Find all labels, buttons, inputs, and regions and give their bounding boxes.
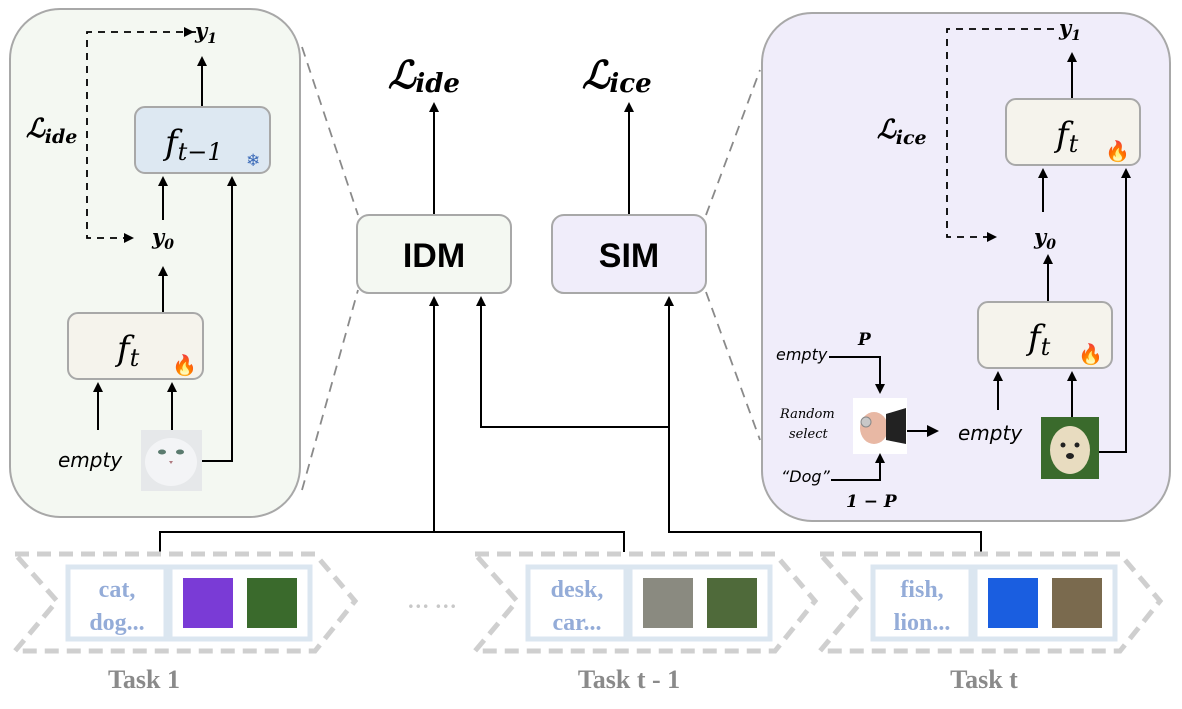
sim-bottom-model-box: ft 🔥	[977, 301, 1113, 369]
task-name-label: Task t - 1	[578, 665, 680, 694]
arrow-dog-image-to-top-model	[1099, 168, 1131, 453]
task-merge-line-old	[159, 531, 625, 552]
task-sample-image: labrador dog	[247, 578, 297, 628]
fire-icon: 🔥	[1105, 139, 1130, 163]
idm-panel-y1-label: y1	[194, 18, 217, 47]
task-class-words-line2: dog...	[89, 610, 144, 636]
selector-prob-1-minus-p: 1 − P	[846, 492, 898, 512]
selector-option-empty: empty	[776, 345, 828, 364]
sim-selected-text: empty	[958, 421, 1023, 445]
task-class-words-line2: lion...	[894, 610, 951, 636]
idm-panel-y0-label: y0	[151, 224, 174, 253]
arrow-image-to-frozen	[202, 176, 237, 462]
selector-label-line1: Random	[779, 407, 835, 422]
sim-zoom-connector-bottom	[705, 291, 761, 441]
coin-flip-hand-icon	[853, 398, 907, 454]
arrow-empty-to-selector	[829, 356, 885, 394]
fire-icon: 🔥	[172, 353, 197, 377]
sim-top-model-box: ft 🔥	[1005, 98, 1141, 166]
trainable-model-box: ft 🔥	[67, 312, 204, 380]
task-sample-image: calico cat	[183, 578, 233, 628]
task-sample-image: lion	[1052, 578, 1102, 628]
task-sample-image: office desk	[643, 578, 693, 628]
task-class-words-line1: desk,	[551, 577, 604, 603]
task-1: cat, dog... calico cat labrador dogTask 1	[9, 551, 359, 694]
idm-loss-dashed-arrow	[86, 31, 196, 243]
sim-panel-loss-label: ℒice	[877, 115, 927, 149]
task-class-words-line1: cat,	[99, 577, 136, 603]
task-chevron	[9, 551, 359, 654]
sim-loss-dashed-arrow	[946, 28, 1054, 242]
task-class-words-line2: car...	[552, 610, 601, 636]
arrow-dog-to-selector	[831, 453, 885, 481]
idm-module-box[interactable]: IDM	[356, 214, 512, 294]
sim-loss-label: ℒice	[582, 52, 652, 99]
idm-empty-text-input: empty	[58, 448, 123, 472]
task-sequence: cat, dog... calico cat labrador dogTask 1 de…	[9, 551, 1164, 694]
arrow-current-task-to-sim	[664, 296, 982, 552]
task-ellipsis: … …	[407, 588, 457, 613]
idm-panel-loss-label: ℒide	[26, 114, 77, 148]
selector-label-line2: select	[789, 427, 828, 442]
task-sample-image: jellyfish	[988, 578, 1038, 628]
frozen-model-box: ft−1 ❄	[134, 106, 271, 174]
snowflake-icon: ❄	[246, 151, 260, 171]
task-2: desk, car... office desk white carTask t - …	[469, 551, 819, 694]
idm-zoom-connector-top	[301, 46, 359, 216]
selector-prob-p: P	[857, 330, 872, 350]
task-class-card	[525, 564, 629, 642]
sim-panel-y0-label: y0	[1033, 224, 1056, 253]
task-chevron	[814, 551, 1164, 654]
sim-module-label: SIM	[599, 237, 659, 275]
fire-icon: 🔥	[1078, 342, 1103, 366]
task-chevron	[469, 551, 819, 654]
task-class-card	[65, 564, 169, 642]
task-3: fish, lion... jellyfish lionTask t	[814, 551, 1164, 694]
dog-input-image	[1041, 417, 1099, 479]
cat-input-image	[141, 430, 202, 491]
task-sample-image: white car	[707, 578, 757, 628]
task-name-label: Task 1	[108, 665, 180, 694]
task-class-card	[870, 564, 974, 642]
sim-zoom-connector-top	[705, 69, 761, 216]
idm-zoom-connector-bottom	[301, 289, 359, 491]
task-class-words-line1: fish,	[900, 577, 943, 603]
sim-panel-y1-label: y1	[1058, 15, 1081, 44]
sim-module-box[interactable]: SIM	[551, 214, 707, 294]
arrow-current-task-to-idm	[476, 296, 669, 428]
sim-detail-panel: ℒice y1 ft 🔥 y0 ft 🔥 empty	[761, 12, 1171, 522]
idm-module-label: IDM	[403, 237, 465, 275]
task-name-label: Task t	[950, 665, 1018, 694]
idm-loss-label: ℒide	[388, 52, 460, 99]
selector-option-dog: “Dog”	[781, 467, 831, 486]
idm-detail-panel: ℒide y1 ft−1 ❄ y0 ft 🔥 empty	[9, 8, 301, 518]
